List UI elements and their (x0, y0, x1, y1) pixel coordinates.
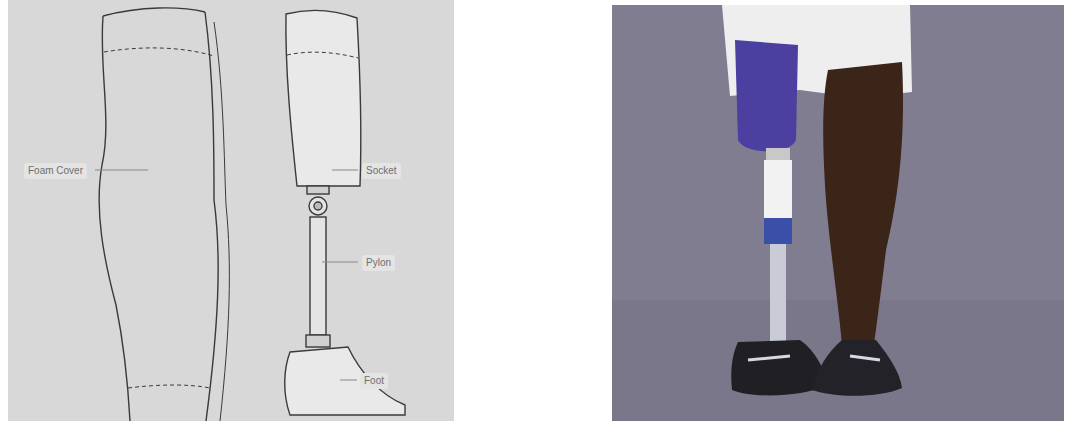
leader-lines (95, 170, 358, 380)
photo-figure (722, 5, 912, 396)
prosthesis-drawing (285, 11, 405, 415)
part-label: Socket (362, 163, 401, 179)
photo-floor (612, 300, 1064, 421)
panel-ground (8, 0, 454, 421)
photo-ground (612, 5, 1064, 421)
part-label: Pylon (362, 255, 395, 271)
foam-cover-drawing (99, 8, 229, 421)
part-label: Foam Cover (24, 163, 87, 179)
part-label: Foot (360, 373, 388, 389)
